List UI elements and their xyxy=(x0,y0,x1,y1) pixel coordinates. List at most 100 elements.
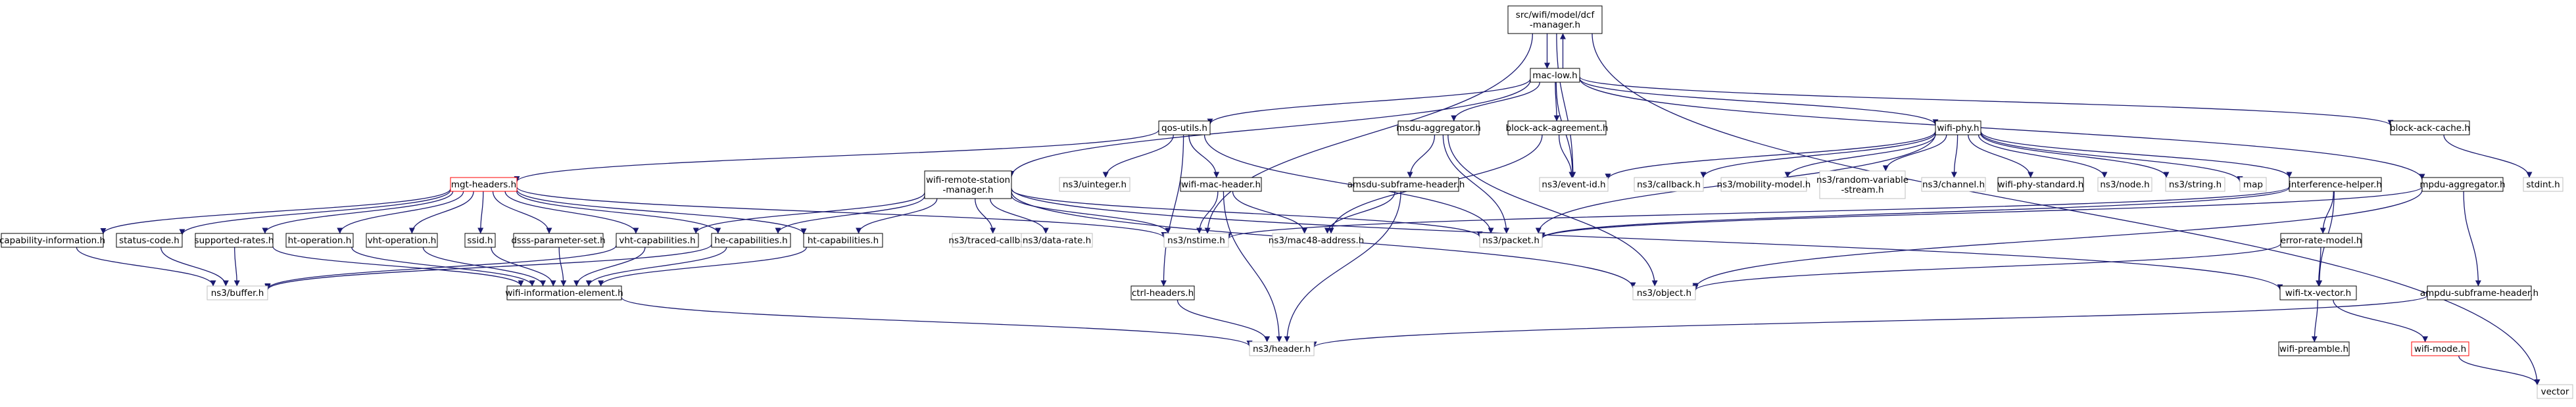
node-vhtcap[interactable]: vht-capabilities.h xyxy=(616,233,699,248)
node-wifiremote[interactable]: wifi-remote-station-manager.h xyxy=(924,170,1012,199)
node-channel: ns3/channel.h xyxy=(1921,177,1986,192)
node-box-capinfo xyxy=(1,233,104,248)
node-preamble[interactable]: wifi-preamble.h xyxy=(2278,341,2350,356)
edge-wifiremote-to-datarate xyxy=(989,198,1049,234)
node-label-blockackcache-0: block-ack-cache.h xyxy=(2390,123,2470,133)
node-label-statuscode-0: status-code.h xyxy=(119,235,180,246)
node-qosutils[interactable]: qos-utils.h xyxy=(1158,120,1211,135)
edge-mgtheaders-to-vhtop xyxy=(408,191,474,234)
node-dcf: src/wifi/model/dcf-manager.h xyxy=(1507,5,1603,34)
node-blockackcache[interactable]: block-ack-cache.h xyxy=(2390,120,2470,135)
edge-htop-to-wifiinfo xyxy=(351,247,535,287)
node-label-buffer-0: ns3/buffer.h xyxy=(211,288,264,299)
node-wifimacheader[interactable]: wifi-mac-header.h xyxy=(1180,177,1262,192)
edge-maclow-to-blockackagreement xyxy=(1553,82,1560,122)
node-txvector[interactable]: wifi-tx-vector.h xyxy=(2279,285,2357,300)
node-label-errorrate-0: error-rate-model.h xyxy=(2281,235,2362,246)
header-file-nodes: src/wifi/model/dcf-manager.h mac-low.h qos… xyxy=(0,5,2573,399)
node-mac48: ns3/mac48-address.h xyxy=(1269,233,1364,248)
edge-mpduagg-to-packet xyxy=(1539,186,2423,239)
node-box-packet xyxy=(1479,233,1543,248)
node-box-nstime xyxy=(1163,233,1229,248)
node-callback: ns3/callback.h xyxy=(1634,177,1704,192)
node-box-hecap xyxy=(711,233,791,248)
node-mgtheaders[interactable]: mgt-headers.h xyxy=(450,177,518,192)
node-box-msduagg xyxy=(1397,120,1480,135)
edge-suppmrates-to-wifiinfo xyxy=(272,246,524,287)
edge-errorrate-to-txvector xyxy=(2316,247,2322,287)
node-box-errorrate xyxy=(2280,233,2362,248)
node-msduagg[interactable]: msdu-aggregator.h xyxy=(1396,120,1481,135)
node-phystandard[interactable]: wifi-phy-standard.h xyxy=(1997,177,2084,192)
node-label-mpduagg-0: mpdu-aggregator.h xyxy=(2419,180,2505,190)
node-label-uinteger-0: ns3/uinteger.h xyxy=(1063,180,1127,190)
node-datarate: ns3/data-rate.h xyxy=(1021,233,1093,248)
edge-dsss-to-wifiinfo xyxy=(558,247,567,287)
node-box-wifiphy xyxy=(1935,120,1981,135)
edge-ctrlheaders-to-header xyxy=(1177,299,1271,343)
edge-errorrate-to-object xyxy=(1692,243,2281,291)
node-htop[interactable]: ht-operation.h xyxy=(285,233,354,248)
node-mpduagg[interactable]: mpdu-aggregator.h xyxy=(2419,177,2506,192)
node-box-header xyxy=(1249,341,1315,356)
node-buffer: ns3/buffer.h xyxy=(207,285,268,300)
node-node: ns3/node.h xyxy=(2097,177,2152,192)
node-stdint: stdint.h xyxy=(2523,177,2564,192)
node-label-maclow-0: mac-low.h xyxy=(1532,70,1577,81)
node-box-ampdu xyxy=(2427,285,2532,300)
node-wifiphy[interactable]: wifi-phy.h xyxy=(1935,120,1981,135)
node-wifiinfo[interactable]: wifi-information-element.h xyxy=(505,285,623,300)
node-label-capinfo-0: capability-information.h xyxy=(0,235,105,246)
edge-hecap-to-buffer xyxy=(264,244,712,291)
node-label-dsss-0: dsss-parameter-set.h xyxy=(511,235,605,246)
node-label-nstime-0: ns3/nstime.h xyxy=(1167,235,1225,246)
node-box-htcap xyxy=(803,233,883,248)
edge-wifiremote-to-htcap xyxy=(856,198,938,234)
node-statuscode[interactable]: status-code.h xyxy=(116,233,183,248)
node-box-mobility xyxy=(1720,177,1807,192)
node-suppmrates[interactable]: supported-rates.h xyxy=(195,233,274,248)
node-box-blockackagreement xyxy=(1507,120,1607,135)
node-box-dsss xyxy=(513,233,604,248)
node-interference[interactable]: interference-helper.h xyxy=(2289,177,2382,192)
node-wifimode[interactable]: wifi-mode.h xyxy=(2411,341,2469,356)
node-nstime: ns3/nstime.h xyxy=(1163,233,1229,248)
edge-wifiphy-to-phystandard xyxy=(1968,134,2034,178)
node-htcap[interactable]: ht-capabilities.h xyxy=(803,233,883,248)
edge-capinfo-to-buffer xyxy=(76,247,216,287)
edge-interference-to-errorrate xyxy=(2320,191,2334,234)
node-blockackagreement[interactable]: block-ack-agreement.h xyxy=(1506,120,1609,135)
node-box-channel xyxy=(1921,177,1986,192)
edge-wifiremote-to-nstime xyxy=(1011,195,1171,234)
edge-wifiphy-to-eventid xyxy=(1605,131,1936,180)
edge-wifimacheader-to-mac48 xyxy=(1232,191,1308,234)
node-vhtop[interactable]: vht-operation.h xyxy=(366,233,438,248)
edge-maclow-to-msduagg xyxy=(1451,82,1540,122)
node-capinfo[interactable]: capability-information.h xyxy=(0,233,105,248)
node-label-map-0: map xyxy=(2243,180,2263,190)
node-packet: ns3/packet.h xyxy=(1479,233,1543,248)
node-label-eventid-0: ns3/event-id.h xyxy=(1542,180,1605,190)
node-hecap[interactable]: he-capabilities.h xyxy=(711,233,791,248)
node-ampdu[interactable]: ampdu-subframe-header.h xyxy=(2420,285,2539,300)
node-dsss[interactable]: dsss-parameter-set.h xyxy=(511,233,606,248)
node-label-blockackagreement-0: block-ack-agreement.h xyxy=(1506,123,1609,133)
node-box-object xyxy=(1632,285,1696,300)
edge-maclow-to-mpduagg xyxy=(1579,78,2425,180)
node-maclow[interactable]: mac-low.h xyxy=(1530,68,1580,83)
edge-blockackagreement-to-eventid xyxy=(1558,134,1575,178)
edge-vhtcap-to-buffer xyxy=(264,245,617,290)
edge-amsdu-to-mac48 xyxy=(1324,191,1396,234)
edge-wifiphy-to-interference xyxy=(1980,131,2293,178)
node-label-htop-0: ht-operation.h xyxy=(288,235,352,246)
node-errorrate[interactable]: error-rate-model.h xyxy=(2280,233,2362,248)
node-label-stdint-0: stdint.h xyxy=(2526,180,2560,190)
edge-maclow-to-wifiremote xyxy=(1008,80,1531,178)
edge-maclow-to-qosutils xyxy=(1207,78,1531,125)
node-label-randomvar-1: -stream.h xyxy=(1841,185,1883,195)
node-ssid[interactable]: ssid.h xyxy=(464,233,496,248)
node-ctrlheaders[interactable]: ctrl-headers.h xyxy=(1130,285,1195,300)
node-label-vector-0: vector xyxy=(2541,387,2569,397)
node-amsdu[interactable]: amsdu-subframe-header.h xyxy=(1348,177,1465,192)
node-box-qosutils xyxy=(1158,120,1211,135)
